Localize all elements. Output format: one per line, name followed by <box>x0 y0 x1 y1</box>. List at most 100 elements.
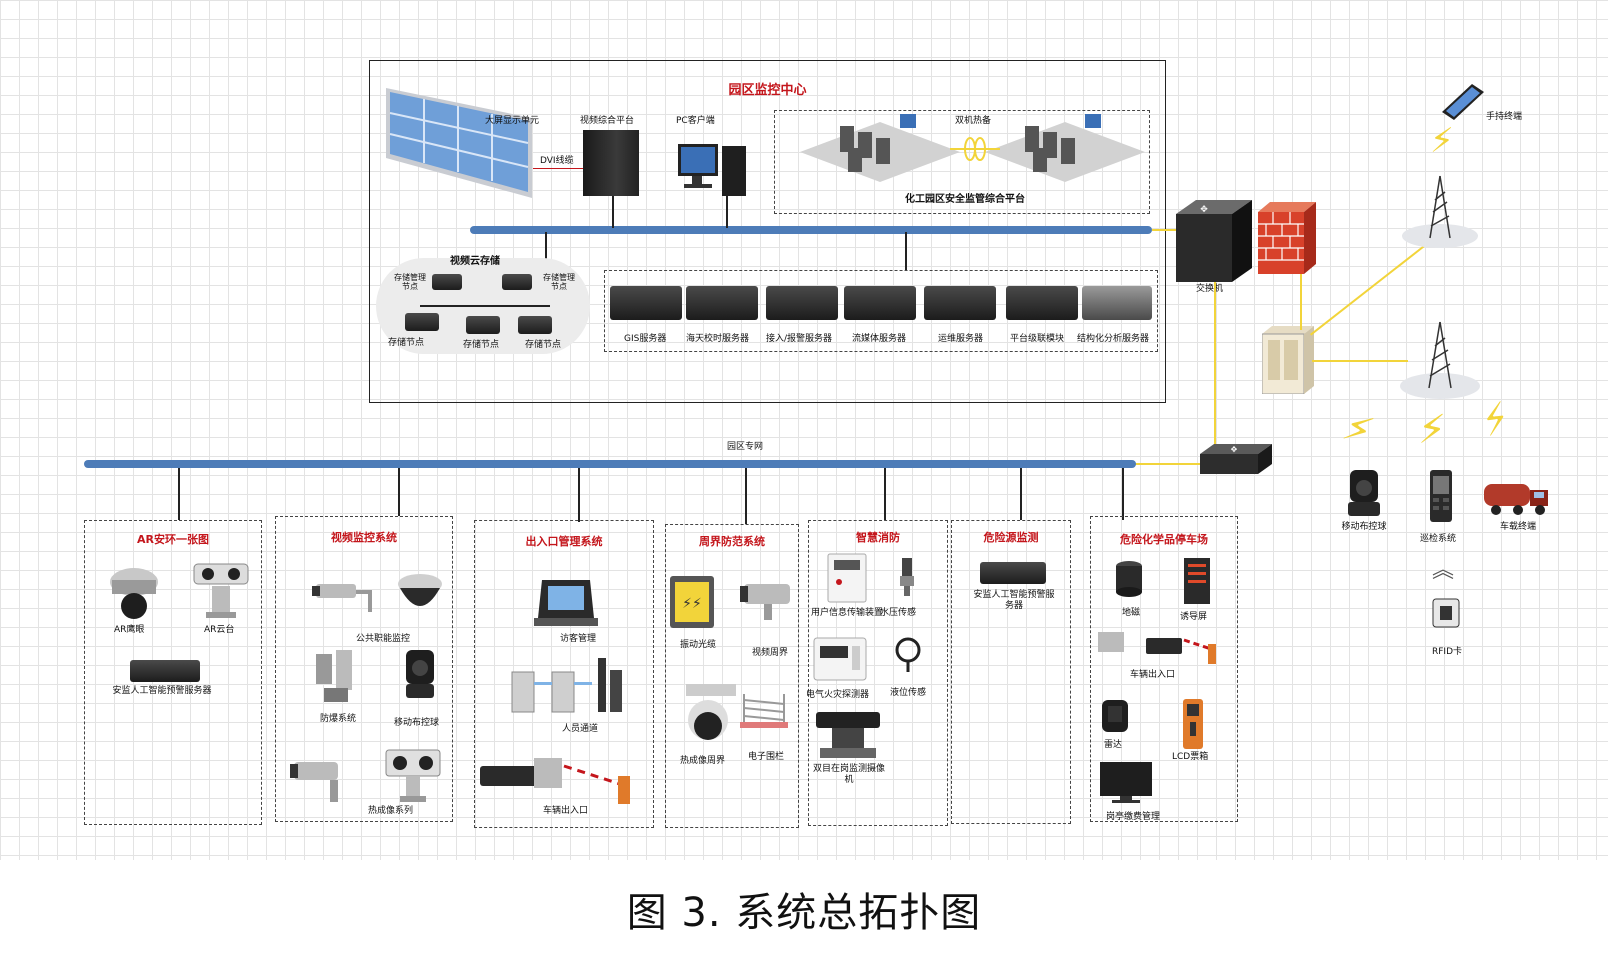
svg-text:✥: ✥ <box>1200 205 1208 215</box>
guide-screen-label: 诱导屏 <box>1180 612 1208 622</box>
lcd-ticket-box-label: LCD票箱 <box>1172 752 1209 762</box>
guide-screen-icon <box>1182 556 1212 606</box>
pc-icon <box>676 140 748 200</box>
section-parking-title: 危险化学品停车场 <box>1120 533 1208 546</box>
section-ar-title: AR安环一张图 <box>137 533 209 546</box>
time-server-icon <box>686 286 758 320</box>
thermal-camera-icon-1 <box>290 754 356 804</box>
server-label-0: GIS服务器 <box>624 334 667 344</box>
media-server-icon <box>844 286 916 320</box>
mgmt-node-icon-right <box>502 274 532 290</box>
vehicle-gate-icon <box>480 750 636 808</box>
thermal-camera-icon-2 <box>382 746 444 806</box>
dvi-label: DVI线缆 <box>540 156 574 166</box>
patrol-icon <box>1428 470 1454 522</box>
section-hazard: 危险源监测 <box>951 520 1071 824</box>
lightning-icon-4: ⚡ <box>1474 393 1518 447</box>
link-servers <box>905 232 907 270</box>
cloud-mgmt-label-right: 存储管理节点 <box>543 273 575 291</box>
storage-node-icon-3 <box>518 316 552 334</box>
link-switch-down <box>1214 282 1216 452</box>
server-cluster-left-icon <box>800 112 960 182</box>
handheld-icon <box>1438 82 1488 122</box>
link-pc <box>726 196 728 228</box>
alarm-server-icon <box>766 286 838 320</box>
hot-standby-label: 双机热备 <box>955 116 992 126</box>
core-switch-label: 交换机 <box>1196 284 1224 294</box>
geomagnetic-icon <box>1114 560 1144 598</box>
section-access: 出入口管理系统 <box>474 520 654 828</box>
cloud-inner-line <box>420 305 550 307</box>
platform-box <box>774 110 1150 214</box>
info-transmitter-label: 用户信息传输装置 <box>810 608 883 618</box>
drop-5 <box>884 468 886 520</box>
radar-icon <box>1100 698 1130 734</box>
storage-node-label-2: 存储节点 <box>463 340 500 350</box>
section-hazard-title: 危险源监测 <box>983 531 1039 544</box>
rfid-icon <box>1432 598 1460 628</box>
cascade-module-icon <box>1006 286 1078 320</box>
public-monitor-label: 公共职能监控 <box>356 634 411 644</box>
personnel-passage-label: 人员通道 <box>562 724 599 734</box>
ar-ai-server-label: 安监人工智能预警服务器 <box>112 686 212 696</box>
server-label-4: 运维服务器 <box>938 334 984 344</box>
lightning-icon-2: ⚡ <box>1336 403 1380 457</box>
video-platform-icon <box>583 130 639 196</box>
monitor-center-title: 园区监控中心 <box>728 83 807 98</box>
wireless-icon: ︽ <box>1432 558 1455 583</box>
monitor-center-box: 园区监控中心 <box>369 60 1166 403</box>
link-bus-aggswitch <box>1134 463 1200 465</box>
firewall-icon <box>1258 202 1316 274</box>
pc-label: PC客户端 <box>676 116 715 126</box>
park-bus <box>84 460 1136 468</box>
storage-node-label-1: 存储节点 <box>388 338 425 348</box>
turnstile-icon <box>510 652 624 714</box>
storage-node-label-3: 存储节点 <box>525 340 562 350</box>
gis-server-icon <box>610 286 682 320</box>
video-wall-label: 大屏显示单元 <box>485 116 540 126</box>
booth-monitor-icon <box>1098 760 1154 804</box>
center-bus <box>470 226 1152 234</box>
handheld-label: 手持终端 <box>1486 112 1523 122</box>
tower-icon-1 <box>1400 172 1480 252</box>
section-ar: AR安环一张图 <box>84 520 262 825</box>
binocular-camera-label: 双目在岗监测摄像机 <box>812 764 885 785</box>
mgmt-node-icon-left <box>432 274 462 290</box>
visitor-terminal-icon <box>534 578 598 628</box>
vehicle-icon <box>1484 478 1550 516</box>
lcd-ticket-box-icon <box>1182 698 1204 750</box>
thermal-perimeter-icon <box>676 680 740 750</box>
svg-text:⚡⚡: ⚡⚡ <box>682 596 702 612</box>
vehicle-label: 车载终端 <box>1500 522 1537 532</box>
analysis-server-icon <box>1082 286 1152 320</box>
server-label-1: 海天校时服务器 <box>686 334 750 344</box>
storage-node-icon-2 <box>466 316 500 334</box>
park-net-label: 园区专网 <box>727 442 764 452</box>
info-transmitter-icon <box>826 552 868 604</box>
section-video-title: 视频监控系统 <box>331 531 397 544</box>
rfid-label: RFID卡 <box>1432 647 1463 657</box>
hot-standby-link <box>950 136 1000 162</box>
lightning-icon-3: ⚡ <box>1418 407 1447 453</box>
ar-ai-server-icon <box>130 660 200 682</box>
video-wall-icon <box>386 88 532 198</box>
vehicle-gate-label: 车辆出入口 <box>543 806 589 816</box>
link-cloud <box>545 232 547 282</box>
drop-1 <box>178 468 180 520</box>
ar-ptz-label: AR云台 <box>204 625 235 635</box>
cloud-title: 视频云存储 <box>450 256 500 267</box>
hazard-ai-server-label: 安监人工智能预警服务器 <box>973 590 1055 611</box>
section-fire-title: 智慧消防 <box>856 531 900 544</box>
server-cluster-right-icon <box>985 112 1145 182</box>
vibration-cable-label: 振动光缆 <box>680 640 717 650</box>
platform-label: 化工园区安全监管综合平台 <box>905 194 1025 205</box>
video-platform-label: 视频综合平台 <box>580 116 635 126</box>
parking-gate-label: 车辆出入口 <box>1130 670 1176 680</box>
booth-monitor-label: 岗亭缴费管理 <box>1106 812 1161 822</box>
electric-fence-label: 电子围栏 <box>748 752 785 762</box>
server-row-box <box>604 270 1158 352</box>
link-bus-switch <box>1152 229 1176 231</box>
lightning-icon-1: ⚡ <box>1430 121 1454 161</box>
ar-eagle-label: AR鹰眼 <box>114 625 145 635</box>
section-fire: 智慧消防 <box>808 520 948 826</box>
